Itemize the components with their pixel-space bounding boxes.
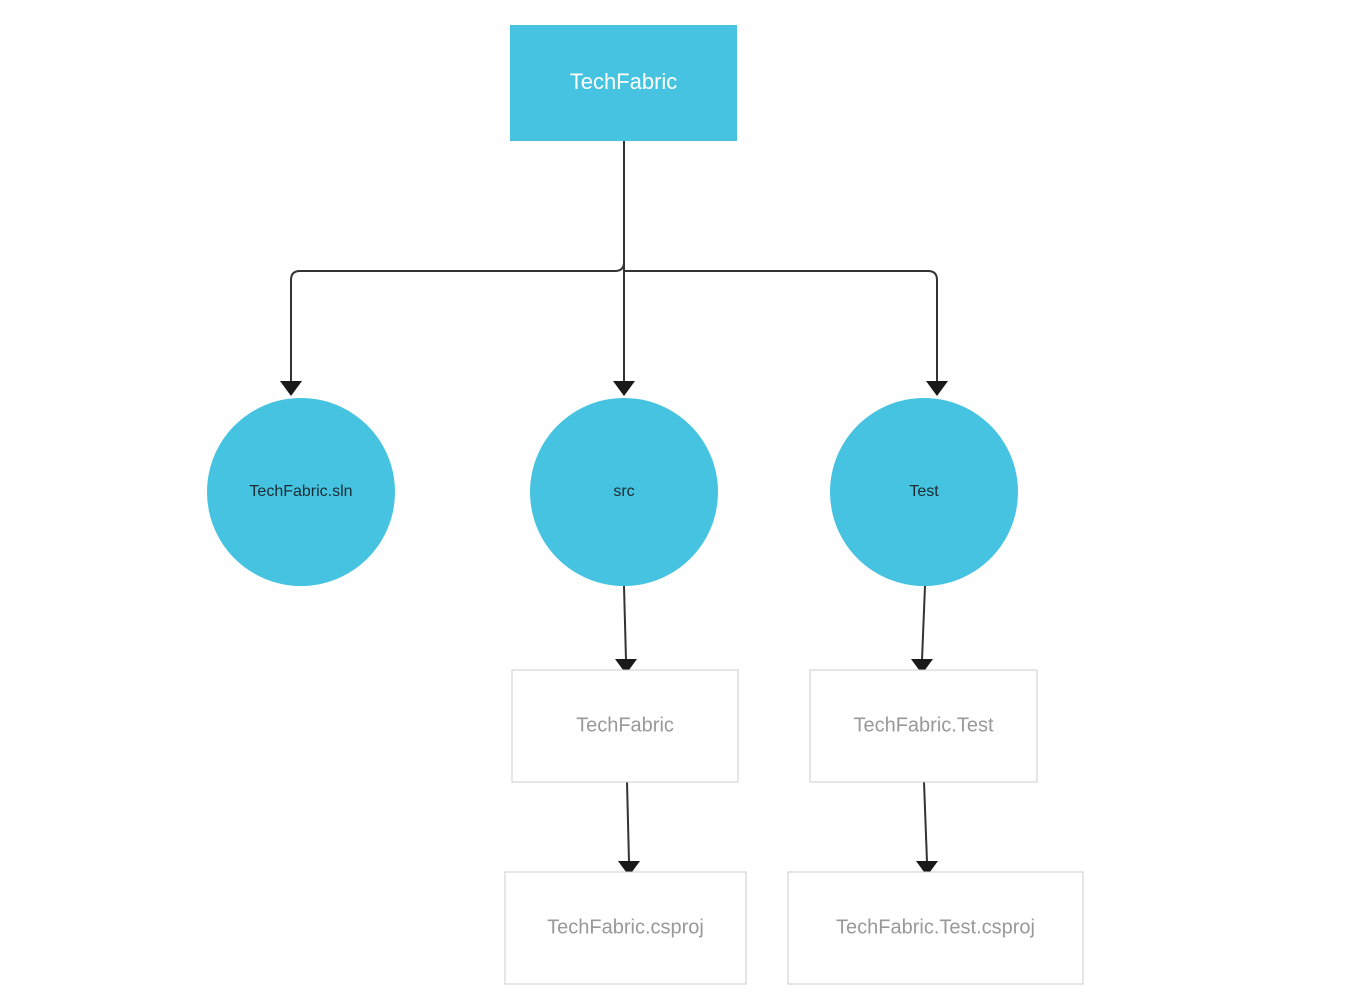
node-techfabric-sln-label: TechFabric.sln <box>249 483 352 500</box>
arrowhead-layer <box>280 381 948 876</box>
edge-root-to-test <box>624 270 938 382</box>
arrowhead-techfabric-icon <box>615 659 637 674</box>
arrowhead-src-icon <box>613 381 635 396</box>
arrowhead-csproj-icon <box>618 861 640 876</box>
node-techfabric-test-csproj-shape[interactable] <box>787 871 1084 985</box>
node-techfabric-test-project-label: TechFabric.Test <box>853 714 993 736</box>
arrowhead-test-icon <box>926 381 948 396</box>
node-techfabric-test-csproj-label: TechFabric.Test.csproj <box>836 916 1035 938</box>
node-root-label: TechFabric <box>570 69 678 94</box>
node-root-techfabric[interactable]: TechFabric <box>510 25 737 141</box>
edge-layer <box>290 141 938 863</box>
node-test-label: Test <box>909 483 939 500</box>
node-techfabric-test-project[interactable]: TechFabric.Test <box>809 669 1038 783</box>
node-techfabric-sln[interactable]: TechFabric.sln <box>207 398 395 586</box>
node-techfabric-project-label: TechFabric <box>576 714 674 736</box>
arrowhead-sln-icon <box>280 381 302 396</box>
arrowhead-test-csproj-icon <box>916 861 938 876</box>
node-techfabric-sln-shape[interactable] <box>207 398 395 586</box>
node-test[interactable]: Test <box>830 398 1018 586</box>
node-techfabric-csproj-shape[interactable] <box>504 871 747 985</box>
node-techfabric-csproj-label: TechFabric.csproj <box>547 916 704 938</box>
node-src-shape[interactable] <box>530 398 718 586</box>
edge-techfabric-to-csproj <box>626 781 630 863</box>
node-test-shape[interactable] <box>830 398 1018 586</box>
node-techfabric-project[interactable]: TechFabric <box>511 669 739 783</box>
node-techfabric-project-shape[interactable] <box>511 669 739 783</box>
edge-src-to-techfabric <box>623 585 627 661</box>
node-techfabric-test-csproj[interactable]: TechFabric.Test.csproj <box>787 871 1084 985</box>
node-techfabric-csproj[interactable]: TechFabric.csproj <box>504 871 747 985</box>
node-src-label: src <box>613 483 634 500</box>
edge-techfabric-test-to-csproj <box>923 781 928 863</box>
node-root-shape[interactable] <box>510 25 737 141</box>
node-src[interactable]: src <box>530 398 718 586</box>
edge-test-to-techfabric-test <box>921 585 926 661</box>
arrowhead-techfabric-test-icon <box>911 659 933 674</box>
node-techfabric-test-project-shape[interactable] <box>809 669 1038 783</box>
edge-root-to-sln <box>290 141 625 382</box>
